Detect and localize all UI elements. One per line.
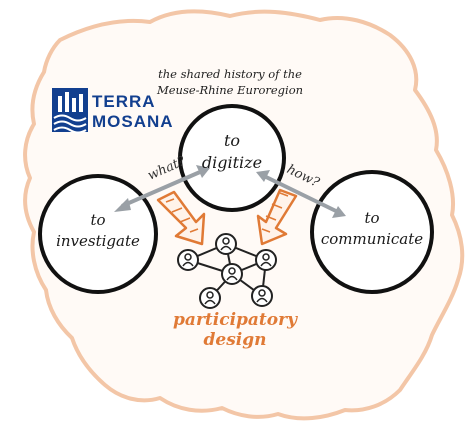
subtitle-line-1: the shared history of the	[158, 67, 302, 81]
person-node-icon	[221, 263, 243, 285]
subtitle-line-2: Meuse-Rhine Euroregion	[156, 83, 304, 97]
digitize-circle	[178, 104, 286, 212]
terra-mosana-logo-mark	[52, 88, 88, 134]
communicate-label-line-2: communicate	[320, 230, 424, 248]
logo-word-terra: TERRA	[92, 92, 156, 111]
euroregion-map-outline	[23, 9, 465, 421]
diagram-subtitle: the shared history of the Meuse-Rhine Eu…	[130, 66, 330, 98]
communicate-label-line-1: to	[364, 209, 380, 227]
digitize-label: to digitize	[182, 130, 282, 174]
participatory-design-label: participatory design	[173, 310, 297, 350]
investigate-label: to investigate	[42, 210, 154, 252]
logo-word-mosana: MOSANA	[92, 112, 174, 131]
person-node-icon	[199, 287, 221, 309]
what-arrow	[114, 165, 210, 212]
investigate-label-line-2: investigate	[56, 232, 140, 250]
communicate-label: to communicate	[308, 208, 436, 250]
how-arrow	[256, 170, 346, 218]
orange-arrow-left	[156, 190, 206, 246]
investigate-label-line-1: to	[90, 211, 106, 229]
person-node-icon	[255, 249, 277, 271]
digitize-label-line-1: to	[223, 131, 241, 150]
orange-arrow-right	[256, 188, 298, 246]
person-nodes	[177, 233, 277, 309]
person-node-icon	[251, 285, 273, 307]
communicate-circle	[310, 170, 434, 294]
digitize-label-line-2: digitize	[201, 153, 263, 172]
person-node-icon	[177, 249, 199, 271]
person-node-icon	[215, 233, 237, 255]
